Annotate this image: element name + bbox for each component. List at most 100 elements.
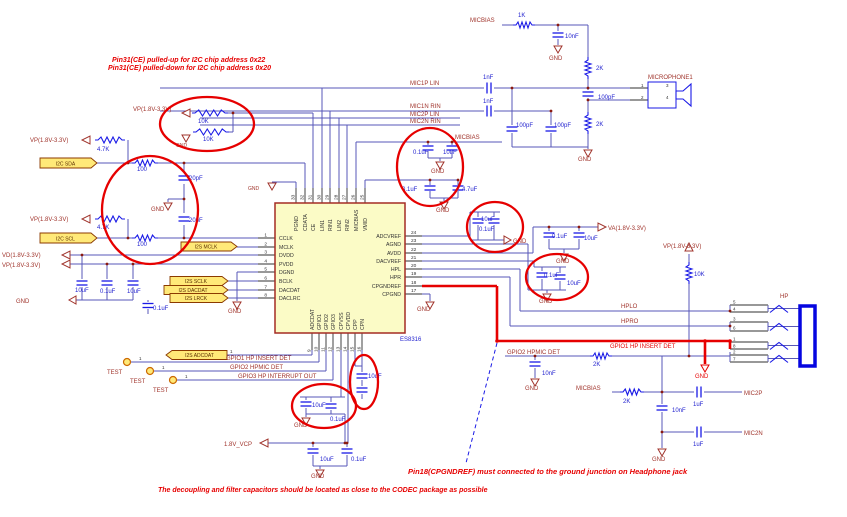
junction-dot xyxy=(343,441,347,445)
text-label: GND xyxy=(549,56,563,62)
text-label: VP(1.8V-3.3V) xyxy=(663,244,701,250)
chip-pin-name: GPIO3 xyxy=(331,314,337,330)
chip-pin-number: 28 xyxy=(334,194,340,200)
text-label: HPLO xyxy=(621,304,638,310)
chip-pin-name: HPL xyxy=(391,267,401,273)
text-label: 4 xyxy=(666,95,669,100)
resistor xyxy=(583,112,593,134)
text-label: 10uF xyxy=(481,217,495,223)
text-label: 1uF xyxy=(693,442,704,448)
text-label: TEST xyxy=(107,370,123,376)
chip-pin-number: 10 xyxy=(314,346,320,352)
chip-pin-number: 21 xyxy=(411,255,417,261)
chip-pin-number: 20 xyxy=(411,263,417,269)
chip-pin-name: LIN2 xyxy=(337,220,343,231)
chip-pin-name: BCLK xyxy=(279,279,293,285)
chip-pin-name: DACVREF xyxy=(376,259,401,265)
text-label: 1nF xyxy=(483,99,494,105)
text-label: 2K xyxy=(623,399,630,405)
chip-pin-number: 23 xyxy=(411,238,417,244)
text-label: GND xyxy=(513,239,527,245)
chip-pin-name: DACLRC xyxy=(279,296,301,302)
text-label: MICBIAS xyxy=(576,386,601,392)
junction-dot xyxy=(182,236,186,240)
chip-pin-name: CPGND xyxy=(382,292,401,298)
hp-pin-number: 7 xyxy=(733,357,736,362)
power-flag-icon xyxy=(684,241,694,252)
text-label: VD(1.8V-3.3V) xyxy=(2,253,41,259)
junction-dot xyxy=(510,86,514,90)
chip-pin-number: 24 xyxy=(411,230,417,236)
net-tag xyxy=(39,232,98,244)
highlight-ellipse xyxy=(290,382,358,430)
chip-pin-number: 31 xyxy=(308,194,314,200)
chip-pin-number: 8 xyxy=(264,293,267,299)
junction-dot xyxy=(728,339,732,343)
test-point xyxy=(122,357,132,367)
text-label: 4.7K xyxy=(97,147,109,153)
text-label: GPIO1 HP INSERT DET xyxy=(610,344,676,350)
net-tag-label: I2S SCLK xyxy=(185,279,208,285)
chip-pin-number: 32 xyxy=(300,194,306,200)
chip-pin-number: 2 xyxy=(264,242,267,248)
hp-pin-number: 3 xyxy=(733,317,736,322)
text-label: 1K xyxy=(518,13,525,19)
net-tag-label: I2C SDA xyxy=(56,161,76,167)
highlight-ellipse xyxy=(348,353,380,411)
net-tag-label: I2S MCLK xyxy=(195,244,218,250)
junction-dot xyxy=(703,339,707,343)
chip-pin-name: MICBIAS xyxy=(354,209,360,231)
junction-dot xyxy=(728,309,732,313)
text-label: 10uF xyxy=(443,150,457,156)
text-label: MIC2P LIN xyxy=(410,112,439,118)
text-label: 2 xyxy=(641,95,644,100)
chip-pin-number: 25 xyxy=(360,194,366,200)
text-label: 1.8V_VCP xyxy=(224,442,252,448)
test-point xyxy=(168,375,178,385)
chip-pin-name: CPVDD xyxy=(346,312,352,330)
highlight-ellipse xyxy=(158,95,256,153)
ground-icon xyxy=(267,182,277,192)
text-label: 10nF xyxy=(542,371,556,377)
microphone-connector xyxy=(647,81,677,109)
chip-pin-number: 19 xyxy=(411,271,417,277)
text-label: 100pF xyxy=(516,123,533,129)
chip-pin-name: CPGNDREF xyxy=(372,284,401,290)
text-label: GPIO1 HP INSERT DET xyxy=(226,356,292,362)
chip-pin-name: ADCDAT xyxy=(310,308,316,330)
text-label: TEST xyxy=(153,388,169,394)
net-tag-label: I2S LRCK xyxy=(185,296,208,302)
junction-dot xyxy=(586,86,590,90)
resistor xyxy=(513,20,535,30)
text-label: 1 xyxy=(185,374,188,379)
text-label: GND xyxy=(311,474,325,480)
power-flag-icon xyxy=(597,222,608,232)
ground-icon xyxy=(700,364,710,374)
text-label: 10uF xyxy=(127,289,141,295)
net-tag-label: I2S ADCDAT xyxy=(185,353,214,359)
text-label: GND xyxy=(151,207,165,213)
resistor xyxy=(583,57,593,79)
text-label: 10uF xyxy=(312,403,326,409)
chip-pin-name: CDATA xyxy=(303,214,309,231)
highlight-ellipse xyxy=(395,126,465,208)
resistor xyxy=(620,387,644,397)
text-label: TEST xyxy=(130,379,146,385)
chip-pin-number: 16 xyxy=(357,346,363,352)
text-label: 100 xyxy=(137,242,148,248)
text-label: 1 xyxy=(139,356,142,361)
chip-pin-number: 14 xyxy=(343,346,349,352)
chip-pin-name: CE xyxy=(311,223,317,231)
junction-dot xyxy=(549,109,553,113)
chip-pin-number: 6 xyxy=(264,276,267,282)
junction-dot xyxy=(311,441,315,445)
text-label: 1 xyxy=(641,83,644,88)
text-label: 10K xyxy=(198,119,209,125)
chip-pin-name: MCLK xyxy=(279,245,294,251)
text-label: GND xyxy=(417,307,431,313)
text-label: 100 xyxy=(137,167,148,173)
junction-dot xyxy=(687,354,691,358)
junction-dot xyxy=(533,354,537,358)
annotation-text: Pin31(CE) pulled-down for I2C chip addre… xyxy=(108,65,271,72)
net-tag xyxy=(163,285,229,295)
